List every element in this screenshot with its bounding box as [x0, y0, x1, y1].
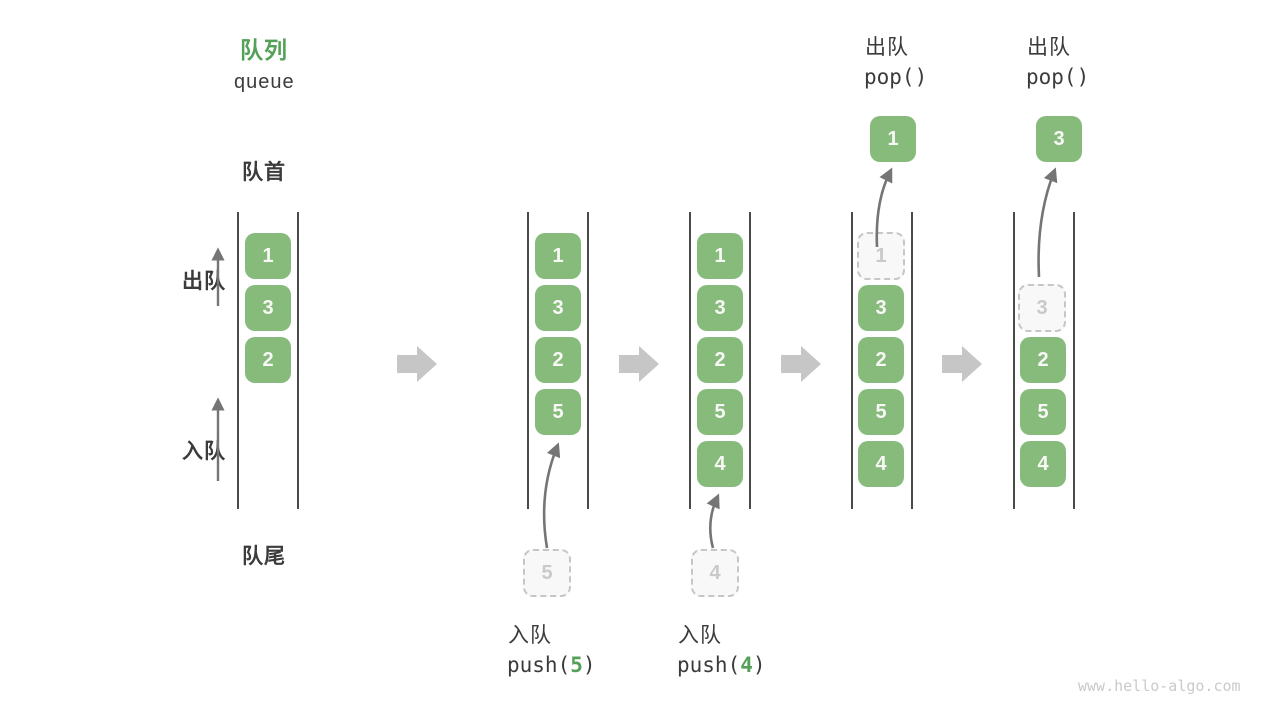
- queue-element: 5: [535, 389, 581, 435]
- channel-rail: [297, 212, 299, 509]
- channel-rail: [851, 212, 853, 509]
- enqueue-side-label: 入队: [182, 440, 226, 463]
- diagram-subtitle: queue: [234, 71, 295, 93]
- queue-element: 2: [245, 337, 291, 383]
- popped-element: 1: [870, 116, 916, 162]
- queue-element: 3: [245, 285, 291, 331]
- channel-rail: [527, 212, 529, 509]
- push-5-arrow-icon: [542, 442, 561, 549]
- channel-rail: [1073, 212, 1075, 509]
- pop-call-label: pop(): [1026, 65, 1090, 89]
- queue-element: 2: [697, 337, 743, 383]
- queue-element: 3: [535, 285, 581, 331]
- pop-3-arrow-icon: [1037, 167, 1058, 278]
- push-call-label: push(5): [507, 653, 596, 677]
- dequeue-op-label: 出队: [1027, 36, 1071, 59]
- enqueue-op-label: 入队: [678, 624, 722, 647]
- channel-rail: [587, 212, 589, 509]
- channel-rail: [237, 212, 239, 509]
- queue-element-ghost: 3: [1018, 284, 1066, 332]
- queue-front-label: 队首: [242, 161, 286, 184]
- channel-rail: [1013, 212, 1015, 509]
- queue-element: 2: [858, 337, 904, 383]
- queue-element: 1: [697, 233, 743, 279]
- queue-element: 4: [858, 441, 904, 487]
- queue-element: 4: [697, 441, 743, 487]
- channel-rail: [749, 212, 751, 509]
- queue-element: 1: [535, 233, 581, 279]
- diagram-title: 队列: [240, 37, 288, 63]
- pop-call-label: pop(): [864, 65, 928, 89]
- queue-element: 4: [1020, 441, 1066, 487]
- queue-element: 2: [1020, 337, 1066, 383]
- queue-element-ghost: 1: [857, 232, 905, 280]
- queue-element: 1: [245, 233, 291, 279]
- incoming-element-ghost: 5: [523, 549, 571, 597]
- watermark: www.hello-algo.com: [1078, 677, 1241, 695]
- channel-rail: [689, 212, 691, 509]
- queue-rear-label: 队尾: [242, 545, 286, 568]
- push-4-arrow-icon: [706, 493, 720, 549]
- dequeue-op-label: 出队: [865, 36, 909, 59]
- queue-element: 5: [1020, 389, 1066, 435]
- queue-element: 2: [535, 337, 581, 383]
- queue-element: 3: [697, 285, 743, 331]
- step-arrow-icon: [619, 346, 659, 382]
- code-arg: 5: [570, 653, 583, 677]
- code-close: ): [582, 653, 596, 677]
- push-call-label: push(4): [677, 653, 766, 677]
- dequeue-side-label: 出队: [182, 270, 226, 293]
- popped-element: 3: [1036, 116, 1082, 162]
- incoming-element-ghost: 4: [691, 549, 739, 597]
- queue-element: 5: [858, 389, 904, 435]
- queue-element: 3: [858, 285, 904, 331]
- step-arrow-icon: [397, 346, 437, 382]
- step-arrow-icon: [942, 346, 982, 382]
- code-fn: push(: [507, 653, 571, 677]
- code-close: ): [752, 653, 766, 677]
- channel-rail: [911, 212, 913, 509]
- code-fn: push(: [677, 653, 741, 677]
- step-arrow-icon: [781, 346, 821, 382]
- enqueue-op-label: 入队: [508, 624, 552, 647]
- code-arg: 4: [740, 653, 753, 677]
- queue-element: 5: [697, 389, 743, 435]
